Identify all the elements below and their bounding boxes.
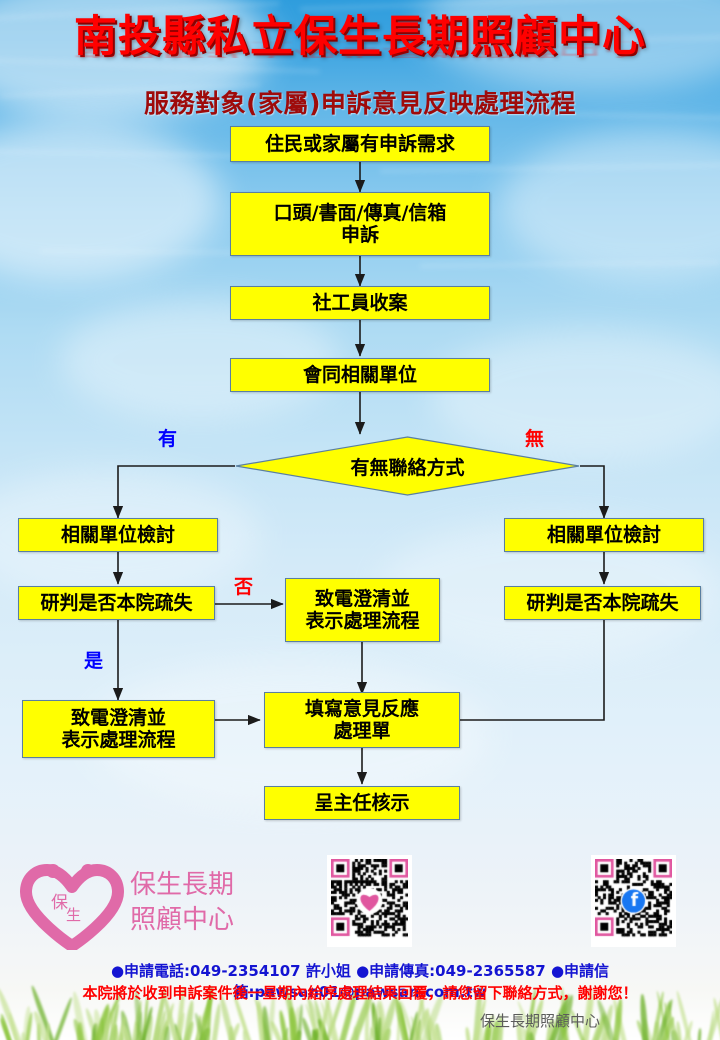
flow-node-label: 住民或家屬有申訴需求 xyxy=(264,132,455,155)
flow-node-joint-units[interactable]: 會同相關單位 xyxy=(230,358,490,392)
qr-canvas xyxy=(595,859,672,943)
cloud-shape xyxy=(500,130,720,280)
flow-node-label: 填寫意見反應 處理單 xyxy=(304,697,419,742)
page-title-reflection: 南投縣私立保生長期照顧中心 xyxy=(74,37,646,60)
flow-node-director-approval[interactable]: 呈主任核示 xyxy=(264,786,460,820)
edge-label-no-contact: 無 xyxy=(525,428,545,450)
flow-node-label: 呈主任核示 xyxy=(314,791,410,814)
flow-node-label: 致電澄清並 表示處理流程 xyxy=(61,706,176,751)
logo-text-line1: 保生長期 xyxy=(130,870,235,900)
flow-node-social-worker[interactable]: 社工員收案 xyxy=(230,286,490,320)
footer-signature: 保生長期照顧中心 xyxy=(0,1010,720,1031)
flow-node-label: 相關單位檢討 xyxy=(60,523,175,546)
flow-node-label: 致電澄清並 表示處理流程 xyxy=(305,587,420,632)
page-subtitle: 服務對象(家屬)申訴意見反映處理流程 xyxy=(144,89,576,118)
svg-text:保: 保 xyxy=(51,893,68,913)
flow-node-contact-decision[interactable]: 有無聯絡方式 xyxy=(235,436,580,496)
qr-canvas xyxy=(331,859,408,943)
facebook-qr-code[interactable] xyxy=(591,855,676,947)
flow-node-label: 相關單位檢討 xyxy=(546,523,661,546)
diamond-shape xyxy=(235,436,580,496)
flow-node-unit-review-left[interactable]: 相關單位檢討 xyxy=(18,518,218,552)
flow-node-fault-judgement-right[interactable]: 研判是否本院疏失 xyxy=(504,586,701,620)
poster-title-block: 南投縣私立保生長期照顧中心 南投縣私立保生長期照顧中心 xyxy=(0,12,720,102)
flow-node-label: 社工員收案 xyxy=(312,291,408,314)
flow-node-call-clarify-lower[interactable]: 致電澄清並 表示處理流程 xyxy=(22,700,215,758)
logo-text-line2: 照顧中心 xyxy=(130,905,235,936)
flow-node-label: 口頭/書面/傳真/信箱 申訴 xyxy=(273,201,447,246)
edge-label-yes-fault: 是 xyxy=(84,650,104,672)
organization-logo: 保 生 保生長期 照顧中心 xyxy=(18,862,268,952)
flow-node-feedback-form[interactable]: 填寫意見反應 處理單 xyxy=(264,692,460,748)
footer-signature-text: 保生長期照顧中心 xyxy=(479,1012,600,1030)
cloud-shape xyxy=(0,120,220,280)
notice-line: 本院將於收到申訴案件後一星期內給序處理結果回覆，請您留下聯絡方式，謝謝您！ xyxy=(82,984,638,1002)
flow-node-channels[interactable]: 口頭/書面/傳真/信箱 申訴 xyxy=(230,192,490,256)
cloud-shape xyxy=(430,330,720,460)
flow-node-request[interactable]: 住民或家屬有申訴需求 xyxy=(230,126,490,162)
flow-node-label: 研判是否本院疏失 xyxy=(40,591,193,614)
flow-node-label: 研判是否本院疏失 xyxy=(526,591,679,614)
logo-text-block: 保生長期 照顧中心 xyxy=(130,868,234,938)
flow-node-label: 有無聯絡方式 xyxy=(350,456,465,479)
center-qr-code[interactable] xyxy=(327,855,412,947)
edge-label-has-contact: 有 xyxy=(158,428,178,450)
flow-node-fault-judgement-left[interactable]: 研判是否本院疏失 xyxy=(18,586,215,620)
flow-node-label: 會同相關單位 xyxy=(302,363,417,386)
svg-text:生: 生 xyxy=(66,906,81,924)
flow-node-call-clarify-upper[interactable]: 致電澄清並 表示處理流程 xyxy=(285,578,440,642)
contact-line: ●申請電話:049-2354107 許小姐 ●申請傳真:049-2365587 … xyxy=(110,962,610,1001)
flow-node-unit-review-right[interactable]: 相關單位檢討 xyxy=(504,518,704,552)
heart-logo-icon: 保 生 xyxy=(20,864,124,952)
edge-label-no-fault: 否 xyxy=(234,576,254,598)
page-title: 南投縣私立保生長期照顧中心 xyxy=(74,12,646,62)
